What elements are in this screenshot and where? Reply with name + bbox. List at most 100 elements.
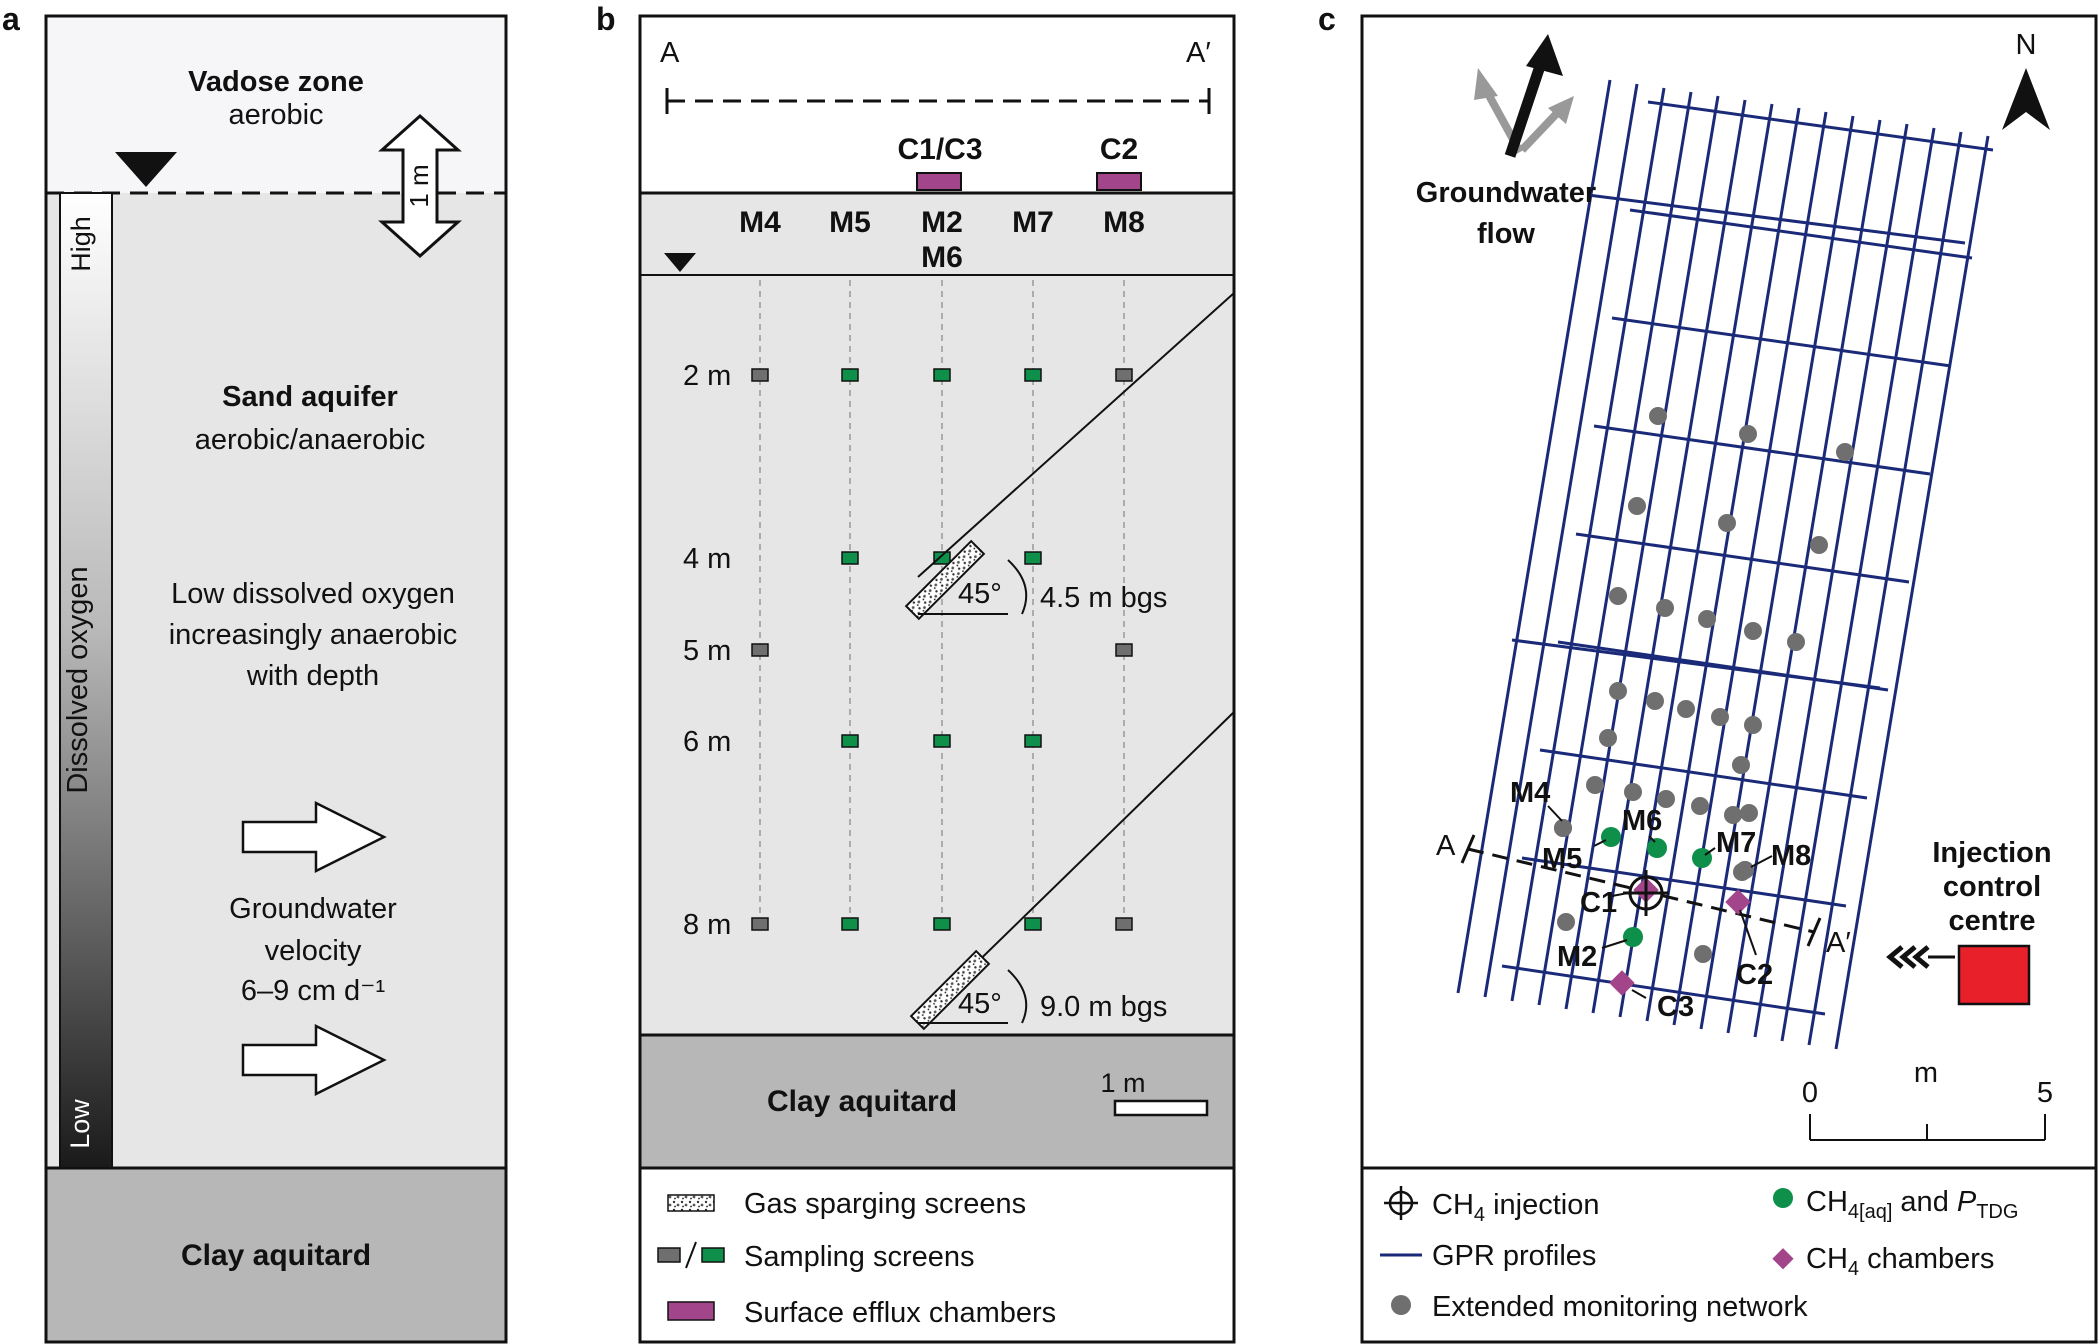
bgs-lower-label: 9.0 m bgs bbox=[1040, 991, 1167, 1023]
do-low-label: Low bbox=[65, 1099, 95, 1149]
monitoring-point bbox=[1810, 536, 1828, 554]
monitoring-point bbox=[1694, 945, 1712, 963]
legend-extended-dot bbox=[1391, 1295, 1411, 1315]
sampling-screen-green bbox=[1024, 917, 1042, 931]
monitoring-point bbox=[1744, 622, 1762, 640]
panel-b-scale-label: 1 m bbox=[1100, 1068, 1145, 1098]
panel-c-section-a-prime: A′ bbox=[1826, 927, 1851, 959]
angle-label-upper: 45° bbox=[958, 578, 1002, 610]
legend-efflux-label: Surface efflux chambers bbox=[744, 1297, 1056, 1329]
ch4-injection-point bbox=[1623, 870, 1669, 916]
legend-chamber-diamond bbox=[1772, 1248, 1794, 1270]
monitoring-point bbox=[1599, 729, 1617, 747]
aquifer-sub: aerobic/anaerobic bbox=[195, 424, 426, 456]
panel-c: c bbox=[1318, 1, 2098, 1344]
low-do-line-2: increasingly anaerobic bbox=[169, 619, 458, 651]
legend-gpr-label: GPR profiles bbox=[1432, 1240, 1596, 1272]
label-m5: M5 bbox=[1542, 843, 1582, 875]
sampling-screen-green bbox=[841, 368, 859, 382]
sampling-screen-green bbox=[841, 551, 859, 565]
monitoring-point bbox=[1718, 514, 1736, 532]
sparging-well-upper bbox=[917, 292, 1235, 578]
sampling-screen-green bbox=[933, 917, 951, 931]
panel-a-clay-bg bbox=[46, 1168, 506, 1342]
monitoring-point bbox=[1609, 682, 1627, 700]
legend-sampling-slash bbox=[685, 1241, 697, 1269]
sampling-screen-green bbox=[1024, 551, 1042, 565]
monitoring-point bbox=[1787, 633, 1805, 651]
injection-line-2: control bbox=[1943, 871, 2041, 903]
monitoring-point-m8 bbox=[1736, 861, 1754, 879]
sampling-screen-gray bbox=[1115, 917, 1133, 931]
angle-arc-lower bbox=[1007, 969, 1028, 1024]
m2-point bbox=[1623, 927, 1643, 947]
well-label: M8 bbox=[1103, 206, 1145, 239]
water-table-symbol bbox=[115, 152, 177, 187]
panel-c-scale-bar bbox=[1809, 1114, 2046, 1141]
monitoring-point bbox=[1609, 587, 1627, 605]
panel-b-letter: b bbox=[596, 1, 616, 37]
sampling-screen-green bbox=[1024, 368, 1042, 382]
low-do-line-3: with depth bbox=[246, 660, 379, 692]
label-m6: M6 bbox=[1622, 805, 1662, 837]
m5-point bbox=[1601, 827, 1621, 847]
monitoring-point bbox=[1628, 497, 1646, 515]
label-c2: C2 bbox=[1736, 959, 1773, 991]
legend-sparging-swatch bbox=[667, 1194, 715, 1212]
panel-b-water-table-symbol bbox=[664, 253, 696, 272]
legend-efflux-swatch bbox=[667, 1301, 715, 1321]
panel-c-section-cap-left bbox=[1460, 834, 1476, 864]
sampling-screen-gray bbox=[751, 917, 769, 931]
depth-label: 5 m bbox=[683, 635, 731, 667]
panel-a-letter: a bbox=[2, 1, 20, 37]
sampling-screen-gray bbox=[1115, 643, 1133, 657]
legend-extended-label: Extended monitoring network bbox=[1432, 1291, 1808, 1323]
sampling-screen-gray bbox=[751, 643, 769, 657]
angle-label-lower: 45° bbox=[958, 988, 1002, 1020]
groundwater-flow-arrows bbox=[1474, 34, 1574, 158]
gpr-grid bbox=[1456, 79, 1994, 1050]
monitoring-point bbox=[1740, 804, 1758, 822]
monitoring-point bbox=[1739, 425, 1757, 443]
chamber-c1c3 bbox=[916, 172, 962, 191]
panel-c-section-a: A bbox=[1436, 830, 1456, 862]
gw-velocity-line-1: Groundwater bbox=[229, 893, 397, 925]
section-a-prime-label: A′ bbox=[1186, 37, 1211, 69]
gw-flow-line-2: flow bbox=[1477, 218, 1535, 250]
well-label: M5 bbox=[829, 206, 871, 239]
sparging-screen-upper bbox=[904, 539, 986, 621]
panel-a-frame bbox=[44, 14, 508, 1344]
north-arrow-icon bbox=[2002, 68, 2050, 130]
sparging-screen-lower bbox=[909, 949, 991, 1031]
scale-unit: m bbox=[1914, 1057, 1938, 1089]
injection-line-3: centre bbox=[1948, 905, 2035, 937]
legend-injection-icon bbox=[1384, 1186, 1418, 1220]
scale-start: 0 bbox=[1802, 1077, 1818, 1109]
label-m4: M4 bbox=[1510, 777, 1550, 809]
depth-label: 6 m bbox=[683, 726, 731, 758]
chamber-c2 bbox=[1096, 172, 1142, 191]
sampling-screen-green bbox=[841, 734, 859, 748]
legend-sampling-gray bbox=[657, 1247, 681, 1263]
panel-a-aquifer-bg bbox=[46, 193, 506, 1168]
monitoring-point bbox=[1724, 806, 1742, 824]
well-sublabel: M6 bbox=[921, 241, 963, 274]
fluctuation-label: 1 m bbox=[404, 164, 434, 207]
panel-c-frame bbox=[1360, 14, 2098, 1344]
depth-label: 8 m bbox=[683, 909, 731, 941]
monitoring-point bbox=[1677, 700, 1695, 718]
gw-flow-line-1: Groundwater bbox=[1416, 177, 1596, 209]
depth-label: 4 m bbox=[683, 543, 731, 575]
monitoring-point bbox=[1836, 443, 1854, 461]
injection-chevrons-icon bbox=[1886, 945, 1930, 969]
sampling-screen-gray bbox=[1115, 368, 1133, 382]
sampling-screen-green bbox=[933, 551, 951, 565]
aquifer-title: Sand aquifer bbox=[222, 381, 398, 413]
panel-c-letter: c bbox=[1318, 1, 1336, 37]
monitoring-point bbox=[1656, 599, 1674, 617]
legend-aq-dot bbox=[1773, 1188, 1793, 1208]
vadose-title: Vadose zone bbox=[188, 66, 364, 98]
label-m2: M2 bbox=[1557, 941, 1597, 973]
